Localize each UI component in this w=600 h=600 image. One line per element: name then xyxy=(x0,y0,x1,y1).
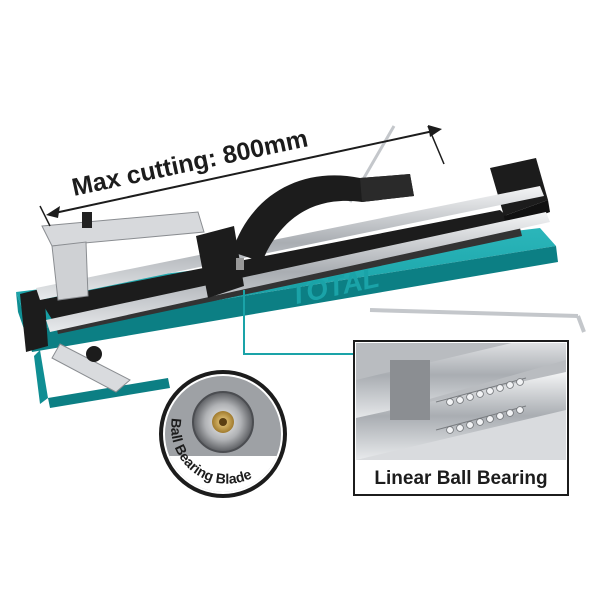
cutter-handle xyxy=(232,174,414,262)
blade-inset xyxy=(159,370,287,498)
max-cutting-dimension xyxy=(39,125,445,227)
bearing-inset: Linear Ball Bearing xyxy=(353,340,569,496)
left-end-block xyxy=(20,288,48,352)
bearing-label: Linear Ball Bearing xyxy=(374,468,547,489)
angle-ruler xyxy=(41,211,205,393)
guide-rails xyxy=(36,186,550,332)
cutter-carriage xyxy=(196,226,244,298)
bearing-balls xyxy=(446,378,524,434)
max-cutting-label: Max cutting: 800mm xyxy=(69,125,310,202)
